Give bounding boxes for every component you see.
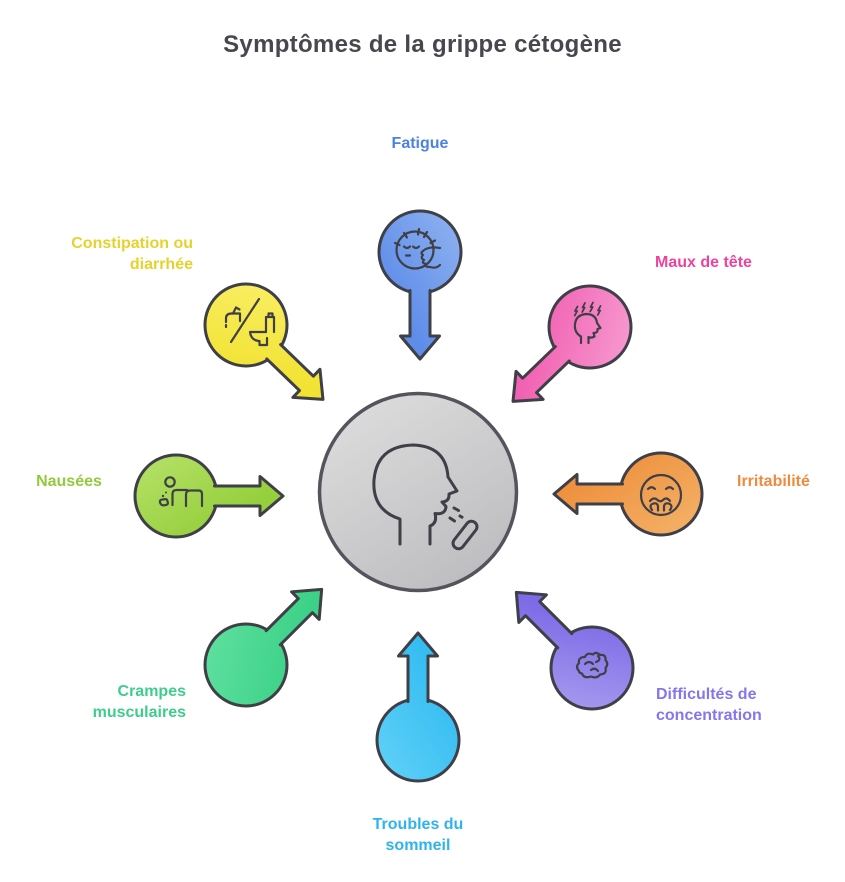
nausees-label: Nausées [36, 473, 102, 490]
lightning-bolts [573, 301, 602, 317]
sleepy-face-icon [393, 227, 442, 270]
headache-head-icon [573, 301, 602, 345]
constipation-arrow [265, 343, 325, 401]
troubles-arrow [397, 631, 439, 703]
node-maux-de-tete [511, 284, 633, 403]
node-constipation [203, 282, 325, 401]
no-toilet-icon [224, 297, 276, 347]
difficultes-arrow [514, 590, 574, 650]
irritabilite-arrow [552, 473, 624, 515]
constipation-label: Constipation ou diarrhée [71, 235, 193, 273]
node-nausees [133, 453, 285, 539]
troubles-bubble [375, 697, 461, 783]
node-troubles [375, 631, 461, 783]
node-difficultes [514, 590, 635, 711]
maux-label: Maux de tête [655, 254, 752, 271]
crampes-label: Crampes musculaires [92, 683, 186, 721]
center-hub [317, 391, 519, 593]
node-crampes [203, 587, 324, 708]
difficultes-label: Difficultés de concentration [656, 686, 762, 724]
node-irritabilite [552, 451, 704, 537]
nausees-arrow [213, 475, 285, 517]
maux-arrow [511, 345, 571, 403]
irritabilite-bubble [618, 451, 704, 537]
irritabilite-label: Irritabilité [737, 473, 810, 490]
crampes-arrow [264, 587, 324, 647]
page-title: Symptômes de la grippe cétogène [223, 31, 622, 58]
troubles-label: Troubles du sommeil [372, 816, 464, 854]
fatigue-arrow [399, 289, 441, 361]
nausees-bubble [133, 453, 219, 539]
coughing-head-icon [372, 443, 479, 551]
frustrated-face-icon [639, 473, 683, 517]
node-fatigue [377, 209, 463, 361]
fatigue-bubble [377, 209, 463, 295]
brain-icon [575, 651, 609, 679]
fatigue-label: Fatigue [391, 135, 449, 152]
vomiting-person-icon [158, 476, 204, 508]
